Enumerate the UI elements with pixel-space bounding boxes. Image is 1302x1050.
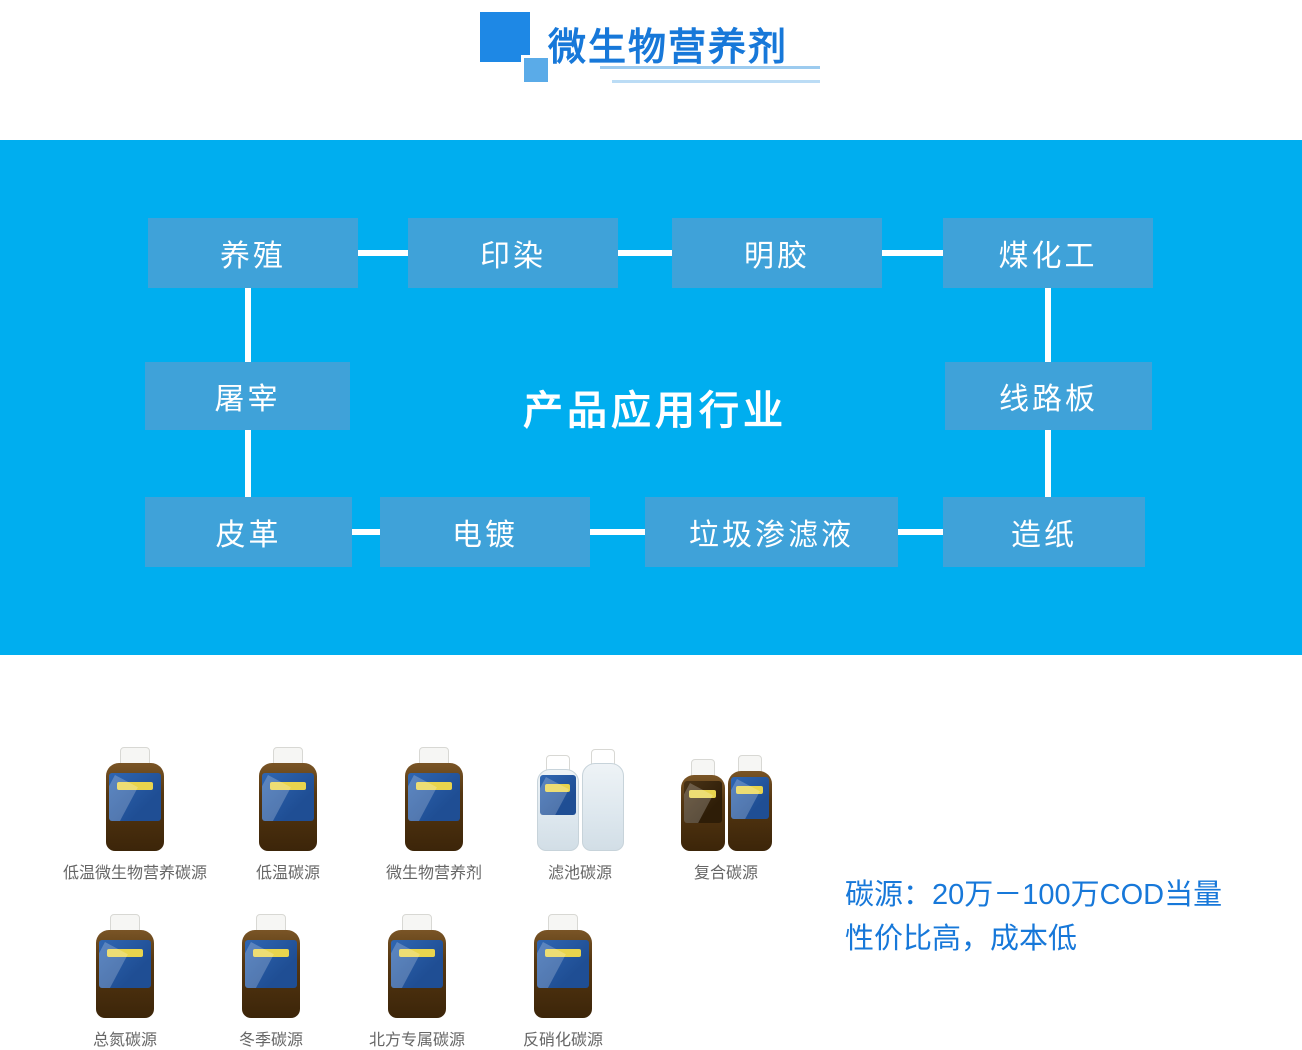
diagram-center-title: 产品应用行业 (523, 389, 787, 433)
page-title: 微生物营养剂 (548, 27, 789, 69)
title-small-square-icon (521, 55, 551, 85)
diagram-box-breeding: 养殖 (148, 218, 358, 288)
product-item: 总氮碳源 (52, 910, 198, 1050)
product-item: 反硝化碳源 (490, 910, 636, 1050)
product-item: 北方专属碳源 (344, 910, 490, 1050)
products-row-1: 低温微生物营养碳源 低温碳源 微生物营养剂 滤池碳源 (55, 743, 799, 883)
connector-line (1045, 430, 1051, 497)
product-bottle-image (536, 743, 624, 851)
products-row-2: 总氮碳源 冬季碳源 北方专属碳源 反硝化碳源 (52, 910, 636, 1050)
connector-line (358, 250, 408, 256)
product-bottle-image (534, 910, 592, 1018)
products-section: 低温微生物营养碳源 低温碳源 微生物营养剂 滤池碳源 (0, 655, 1302, 1049)
product-bottle-image (388, 910, 446, 1018)
product-item: 低温微生物营养碳源 (55, 743, 215, 883)
connector-line (882, 250, 943, 256)
page-header: 微生物营养剂 (0, 0, 1302, 140)
product-bottle-image (96, 910, 154, 1018)
product-caption: 冬季碳源 (238, 1032, 303, 1049)
product-caption: 复合碳源 (693, 865, 758, 882)
product-item: 复合碳源 (653, 743, 799, 883)
product-caption: 微生物营养剂 (385, 865, 482, 882)
product-caption: 低温微生物营养碳源 (62, 865, 207, 882)
diagram-box-papermaking: 造纸 (943, 497, 1145, 567)
product-item: 微生物营养剂 (361, 743, 507, 883)
product-item: 冬季碳源 (198, 910, 344, 1050)
product-caption: 总氮碳源 (92, 1032, 157, 1049)
application-industries-banner: 养殖 印染 明胶 煤化工 屠宰 线路板 皮革 电镀 垃圾渗滤液 造纸 产品应用行… (0, 140, 1302, 655)
title-underline-secondary (612, 80, 820, 83)
product-bottle-image (242, 910, 300, 1018)
connector-line (590, 529, 645, 535)
connector-line (352, 529, 380, 535)
diagram-box-slaughter: 屠宰 (145, 362, 350, 430)
title-underline (600, 66, 820, 69)
connector-line (618, 250, 672, 256)
title-square-icon (480, 12, 530, 62)
product-bottle-image (259, 743, 317, 851)
product-bottle-image (106, 743, 164, 851)
product-bottle-image (405, 743, 463, 851)
connector-line (245, 430, 251, 497)
product-item: 滤池碳源 (507, 743, 653, 883)
diagram-box-landfill-leachate: 垃圾渗滤液 (645, 497, 898, 567)
product-caption: 反硝化碳源 (522, 1032, 603, 1049)
carbon-source-note: 碳源：20万－100万COD当量 性价比高，成本低 (845, 873, 1222, 961)
connector-line (898, 529, 943, 535)
product-caption: 北方专属碳源 (368, 1032, 465, 1049)
note-line-1: 碳源：20万－100万COD当量 (845, 879, 1223, 911)
note-line-2: 性价比高，成本低 (845, 923, 1078, 955)
diagram-box-dyeing: 印染 (408, 218, 618, 288)
product-caption: 滤池碳源 (547, 865, 612, 882)
product-caption: 低温碳源 (255, 865, 320, 882)
product-item: 低温碳源 (215, 743, 361, 883)
diagram-box-leather: 皮革 (145, 497, 352, 567)
diagram-box-coal-chemical: 煤化工 (943, 218, 1153, 288)
product-bottle-image (680, 743, 772, 851)
connector-line (245, 288, 251, 362)
diagram-box-gelatin: 明胶 (672, 218, 882, 288)
connector-line (1045, 288, 1051, 362)
diagram-box-electroplating: 电镀 (380, 497, 590, 567)
diagram-box-circuit-board: 线路板 (945, 362, 1152, 430)
